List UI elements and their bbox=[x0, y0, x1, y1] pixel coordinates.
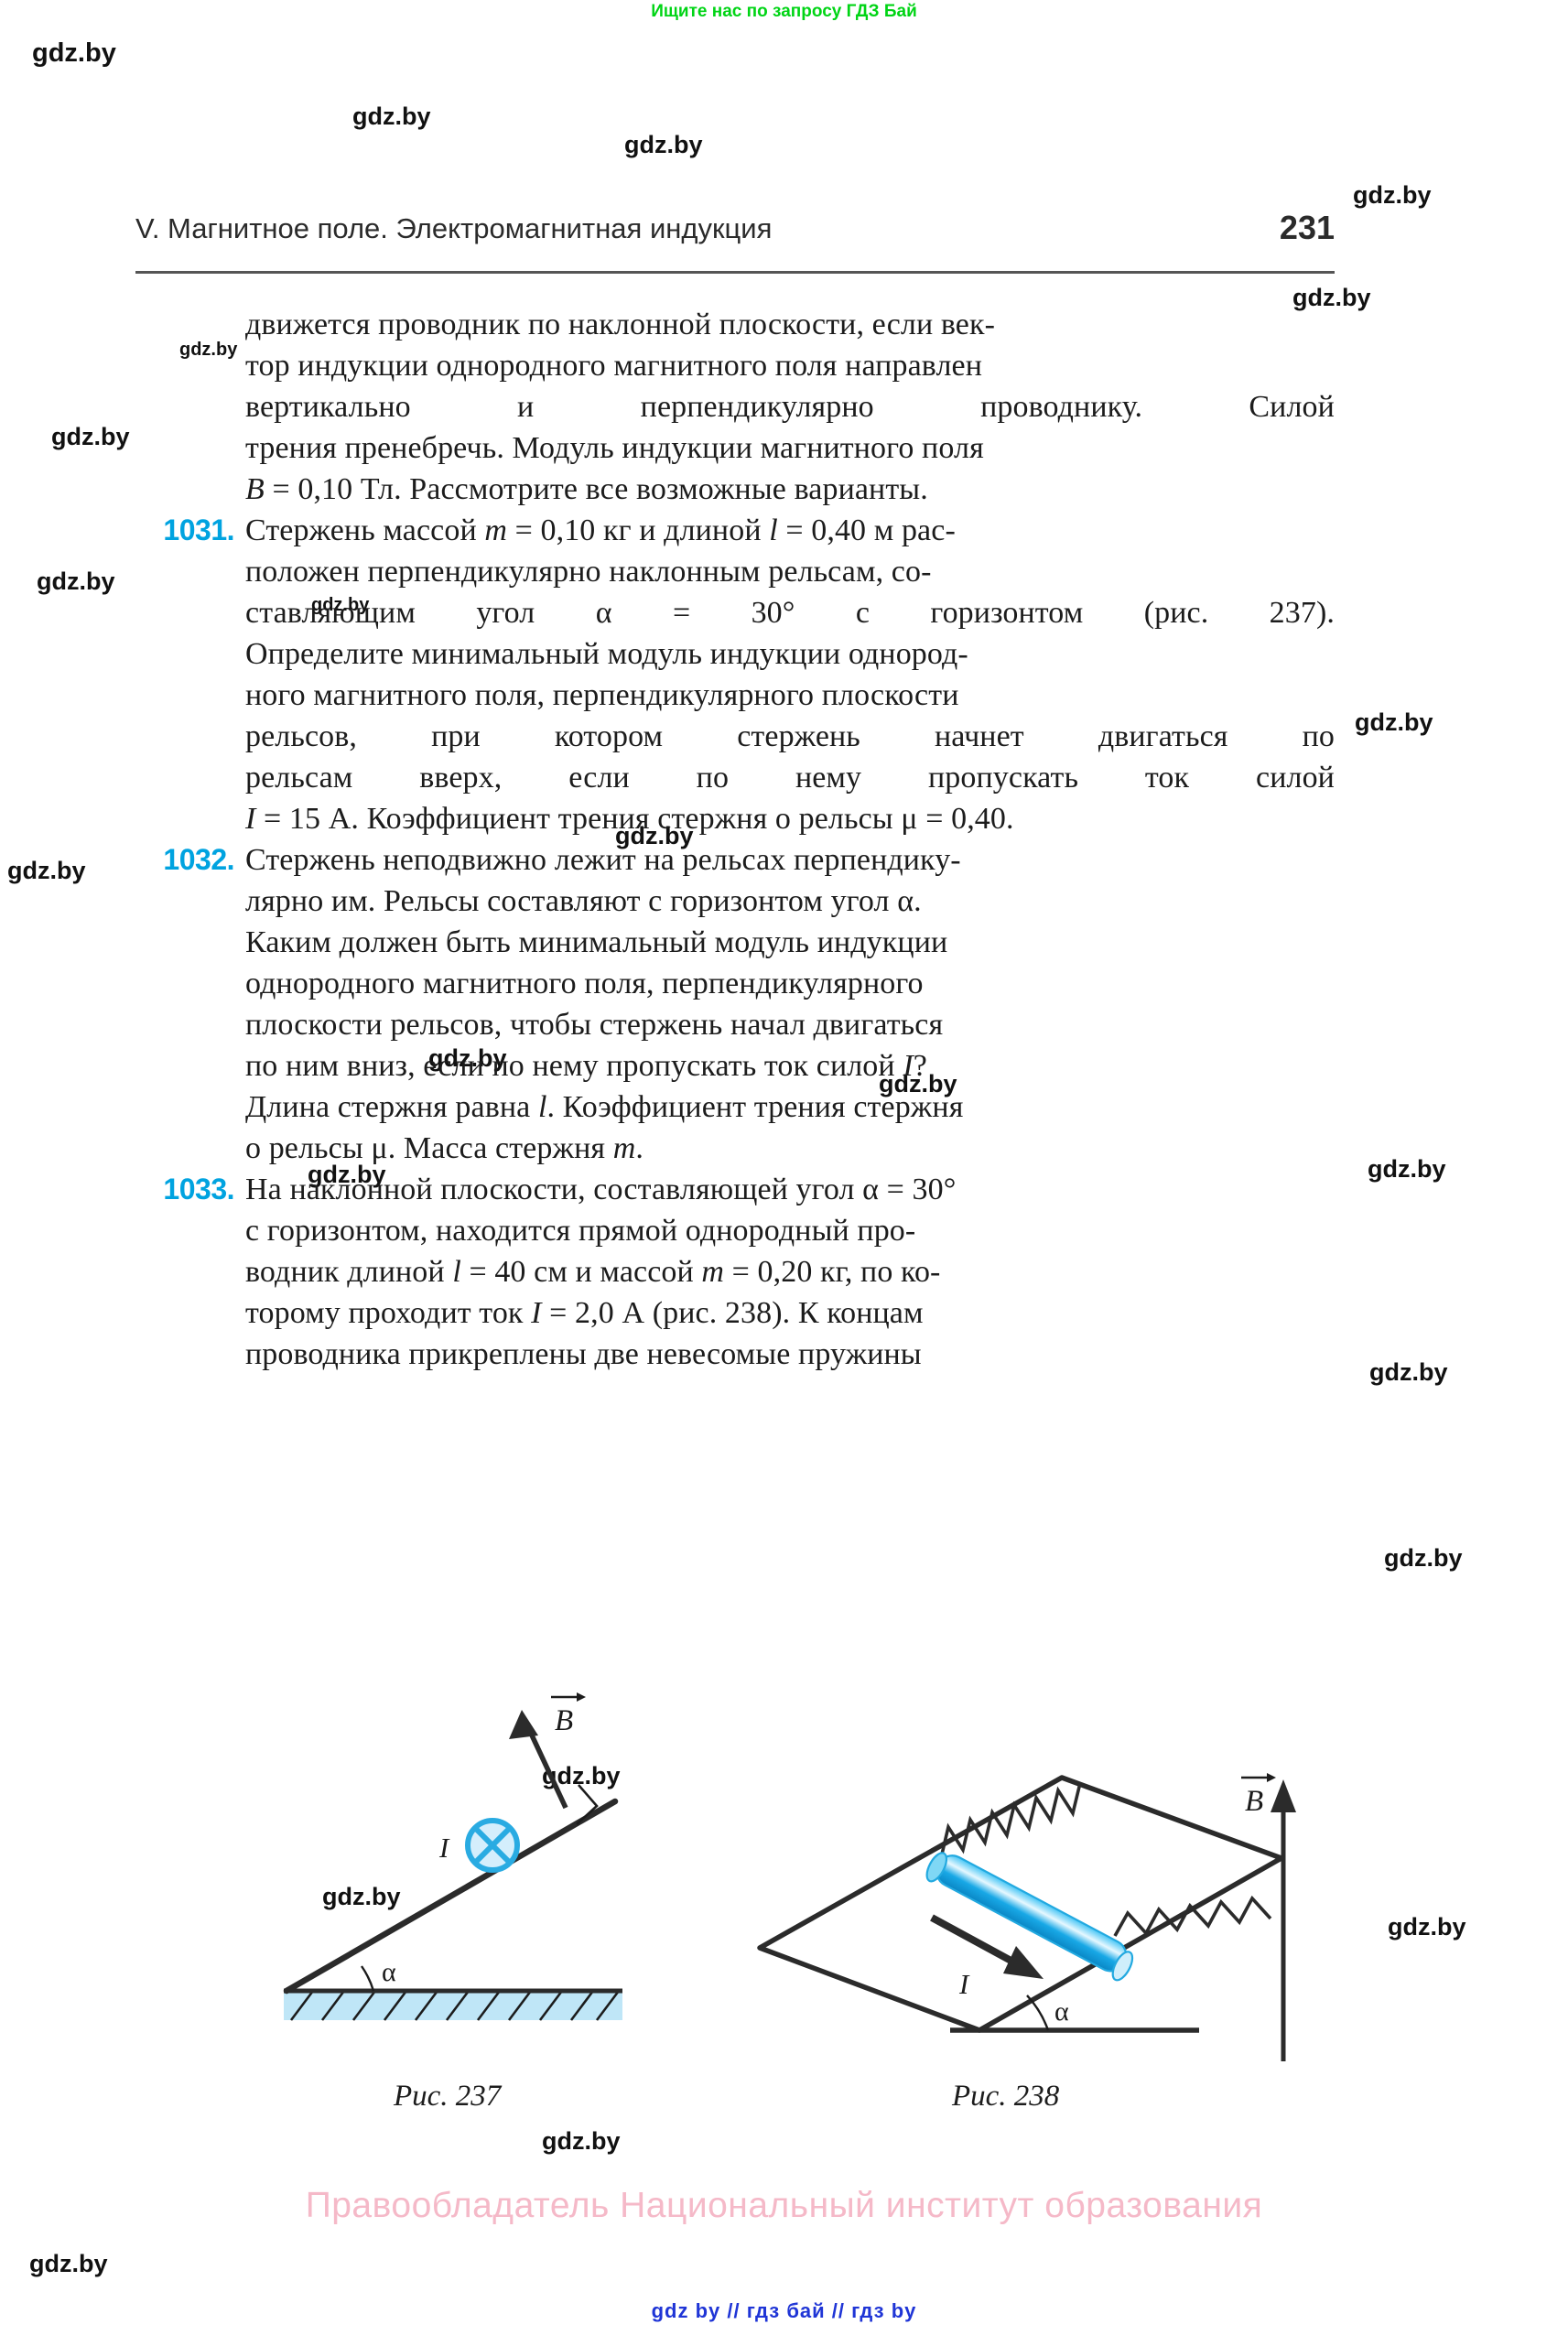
text-line: торому проходит ток I = 2,0 А (рис. 238)… bbox=[245, 1296, 924, 1330]
watermark: gdz.by bbox=[179, 340, 238, 360]
text-line: движется проводник по наклонной плоскост… bbox=[245, 308, 996, 341]
text-line: Длина стержня равна l. Коэффициент трени… bbox=[245, 1090, 964, 1124]
figure-237: α I B bbox=[283, 1692, 622, 2021]
text-line: Определите минимальный модуль индукции о… bbox=[245, 637, 968, 671]
chapter-title: V. Магнитное поле. Электромагнитная инду… bbox=[135, 212, 773, 244]
figure-237-angle-label: α bbox=[382, 1957, 396, 1987]
watermark: gdz.by bbox=[1369, 1358, 1448, 1386]
problem-body: Стержень массой m = 0,10 кг и длиной l =… bbox=[245, 510, 1335, 839]
copyright-notice: Правообладатель Национальный институт об… bbox=[305, 2186, 1263, 2225]
watermark: gdz.by bbox=[624, 131, 703, 158]
figure-238-field-label: B bbox=[1245, 1785, 1263, 1818]
watermark: gdz.by bbox=[29, 2250, 108, 2277]
text-line: с горизонтом, находится прямой однородны… bbox=[245, 1214, 916, 1248]
text-line: лярно им. Рельсы составляют с горизонтом… bbox=[245, 884, 922, 918]
text-line: по ним вниз, если по нему пропускать ток… bbox=[245, 1049, 927, 1083]
promo-banner: Ищите нас по запросу ГДЗ Бай bbox=[651, 2, 917, 21]
problem-number: 1033. bbox=[163, 1173, 234, 1205]
page-number: 231 bbox=[1279, 209, 1335, 246]
watermark: gdz.by bbox=[1353, 181, 1432, 209]
watermark: gdz.by bbox=[542, 2127, 621, 2155]
watermark: gdz.by bbox=[1384, 1544, 1463, 1572]
watermark: gdz.by bbox=[32, 38, 116, 68]
problem-body: Стержень неподвижно лежит на рельсах пер… bbox=[245, 839, 1335, 1169]
watermark: gdz.by bbox=[7, 857, 86, 884]
text-line: плоскости рельсов, чтобы стержень начал … bbox=[245, 1008, 944, 1042]
problem-body: На наклонной плоскости, составляющей уго… bbox=[245, 1169, 1335, 1375]
problem-number: 1032. bbox=[163, 843, 234, 876]
watermark: gdz.by bbox=[1355, 708, 1433, 736]
figure-237-caption: Рис. 237 bbox=[394, 2080, 502, 2113]
watermark: gdz.by bbox=[1368, 1155, 1446, 1183]
figure-238-caption: Рис. 238 bbox=[952, 2080, 1060, 2113]
problem-number: 1031. bbox=[163, 514, 234, 546]
spring-lower bbox=[1113, 1895, 1272, 1937]
watermark: gdz.by bbox=[352, 103, 431, 130]
running-head: V. Магнитное поле. Электромагнитная инду… bbox=[135, 209, 1335, 267]
text-line: Стержень массой m = 0,10 кг и длиной l =… bbox=[245, 514, 956, 547]
figure-238-current-label: I bbox=[958, 1968, 970, 2000]
text-line: ного магнитного поля, перпендикулярного … bbox=[245, 678, 959, 712]
text-line: о рельсы μ. Масса стержня m. bbox=[245, 1131, 643, 1165]
text-line: тор индукции однородного магнитного поля… bbox=[245, 349, 983, 383]
text-line: однородного магнитного поля, перпендикул… bbox=[245, 967, 924, 1000]
header-divider bbox=[135, 271, 1335, 274]
text-line: Каким должен быть минимальный модуль инд… bbox=[245, 925, 948, 959]
spring-upper bbox=[939, 1782, 1082, 1859]
figure-237-field-label: B bbox=[555, 1704, 573, 1737]
text-line: B = 0,10 Тл. Рассмотрите все возможные в… bbox=[245, 472, 928, 506]
figure-238: α I B bbox=[757, 1773, 1296, 2061]
footer-links: gdz by // гдз бай // гдз by bbox=[651, 2299, 917, 2322]
text-line: водник длиной l = 40 см и массой m = 0,2… bbox=[245, 1255, 941, 1289]
watermark: gdz.by bbox=[37, 568, 115, 595]
text-line: трения пренебречь. Модуль индукции магни… bbox=[245, 431, 984, 465]
figure-238-angle-label: α bbox=[1054, 1996, 1069, 2027]
text-line: I = 15 А. Коэффициент трения стержня о р… bbox=[245, 802, 1014, 836]
text-line: положен перпендикулярно наклонным рельса… bbox=[245, 555, 932, 589]
paragraph-body: движется проводник по наклонной плоскост… bbox=[245, 304, 1335, 510]
figure-237-current-label: I bbox=[438, 1832, 450, 1864]
text-line: На наклонной плоскости, составляющей уго… bbox=[245, 1173, 957, 1206]
text-line: Стержень неподвижно лежит на рельсах пер… bbox=[245, 843, 961, 877]
watermark: gdz.by bbox=[51, 423, 130, 450]
text-line: проводника прикреплены две невесомые пру… bbox=[245, 1337, 922, 1371]
watermark: gdz.by bbox=[1388, 1913, 1466, 1941]
